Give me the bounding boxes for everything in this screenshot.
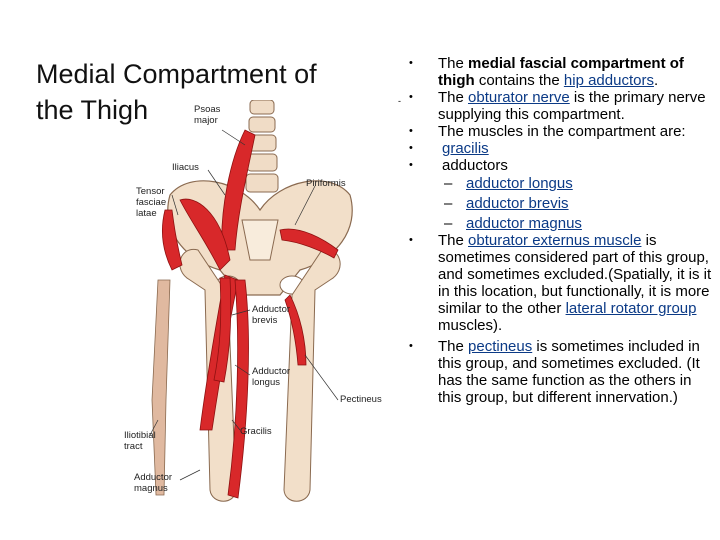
bullet-6: • The obturator externus muscle is somet… xyxy=(400,232,718,334)
bullet-dot: • xyxy=(409,125,413,137)
bullet-7: • The pectineus is sometimes included in… xyxy=(400,338,718,406)
label-pectineus: Pectineus xyxy=(340,394,382,405)
bullet-3: • The muscles in the compartment are: xyxy=(400,123,718,140)
bullet-1: • The medial fascial compartment of thig… xyxy=(400,55,718,89)
bullet-dot: • xyxy=(409,159,413,171)
label-adductor-brevis: Adductor brevis xyxy=(252,304,291,326)
bullet-3-text: The muscles in the compartment are: xyxy=(438,123,686,140)
bullet-1-text-c: . xyxy=(653,72,659,89)
bullet-1-text-a: The xyxy=(438,55,469,72)
bullet-7-text-a: The xyxy=(438,338,469,355)
bullet-6-text-b: is sometimes considered part of this gro… xyxy=(438,232,712,317)
bullet-dot: • xyxy=(409,57,413,69)
slide-title-line-1: Medial Compartment of xyxy=(36,59,317,89)
link-hip-adductors[interactable]: hip adductors xyxy=(563,72,654,89)
link-obturator-externus[interactable]: obturator externus muscle xyxy=(468,232,642,249)
label-gracilis: Gracilis xyxy=(240,426,272,437)
bullet-2: • The obturator nerve is the primary ner… xyxy=(400,89,718,123)
bullet-dot: • xyxy=(409,91,413,103)
bullet-2-text-b: is the primary nerve supplying this comp… xyxy=(438,89,706,123)
link-adductor-brevis[interactable]: adductor brevis xyxy=(466,195,569,212)
bullet-dot: • xyxy=(409,142,413,154)
bullet-6-text-a: The xyxy=(438,232,469,249)
bullet-dot: • xyxy=(409,340,413,352)
stray-mark: - xyxy=(398,96,401,106)
label-piriformis: Piriformis xyxy=(306,178,346,189)
link-lateral-rotator-group[interactable]: lateral rotator group xyxy=(565,300,697,317)
bullet-dot: • xyxy=(409,234,413,246)
link-adductor-longus[interactable]: adductor longus xyxy=(466,175,573,192)
bullet-5: • adductors xyxy=(400,157,718,174)
sub-item-adductor-magnus: – adductor magnus xyxy=(400,215,718,232)
link-obturator-nerve[interactable]: obturator nerve xyxy=(468,89,570,106)
dash: – xyxy=(444,175,453,192)
slide-title-line-2: the Thigh xyxy=(36,95,149,125)
dash: – xyxy=(444,195,453,212)
thigh-muscles-illustration: Psoas major Iliacus Piriformis Tensor fa… xyxy=(110,99,410,510)
label-adductor-longus: Adductor longus xyxy=(252,366,291,388)
label-psoas-major: Psoas major xyxy=(194,104,221,126)
dash: – xyxy=(444,215,453,232)
bullet-5-text: adductors xyxy=(442,157,508,174)
bullet-2-text-a: The xyxy=(438,89,469,106)
bullet-6-text-c: muscles). xyxy=(438,317,503,334)
label-iliotibial-tract: Iliotibial tract xyxy=(124,430,156,452)
anatomy-drawing xyxy=(149,99,353,502)
label-iliacus: Iliacus xyxy=(172,162,199,173)
bullet-7-text-b: is sometimes included in this group, and… xyxy=(438,338,700,406)
label-adductor-magnus: Adductor magnus xyxy=(134,472,173,494)
bullet-1-bold: medial fascial compartment of thigh xyxy=(438,55,684,89)
slide-title: Medial Compartment of the Thigh xyxy=(36,56,376,128)
sub-item-adductor-brevis: – adductor brevis xyxy=(400,195,718,212)
link-pectineus[interactable]: pectineus xyxy=(468,338,533,355)
bullet-4: • gracilis xyxy=(400,140,718,157)
label-tensor-fasciae-latae: Tensor fasciae latae xyxy=(136,186,167,219)
link-adductor-magnus[interactable]: adductor magnus xyxy=(466,215,582,232)
link-gracilis[interactable]: gracilis xyxy=(442,140,489,157)
sub-item-adductor-longus: – adductor longus xyxy=(400,175,718,192)
bullet-list: • The medial fascial compartment of thig… xyxy=(400,55,718,406)
bullet-1-text-b: contains the xyxy=(474,72,564,89)
